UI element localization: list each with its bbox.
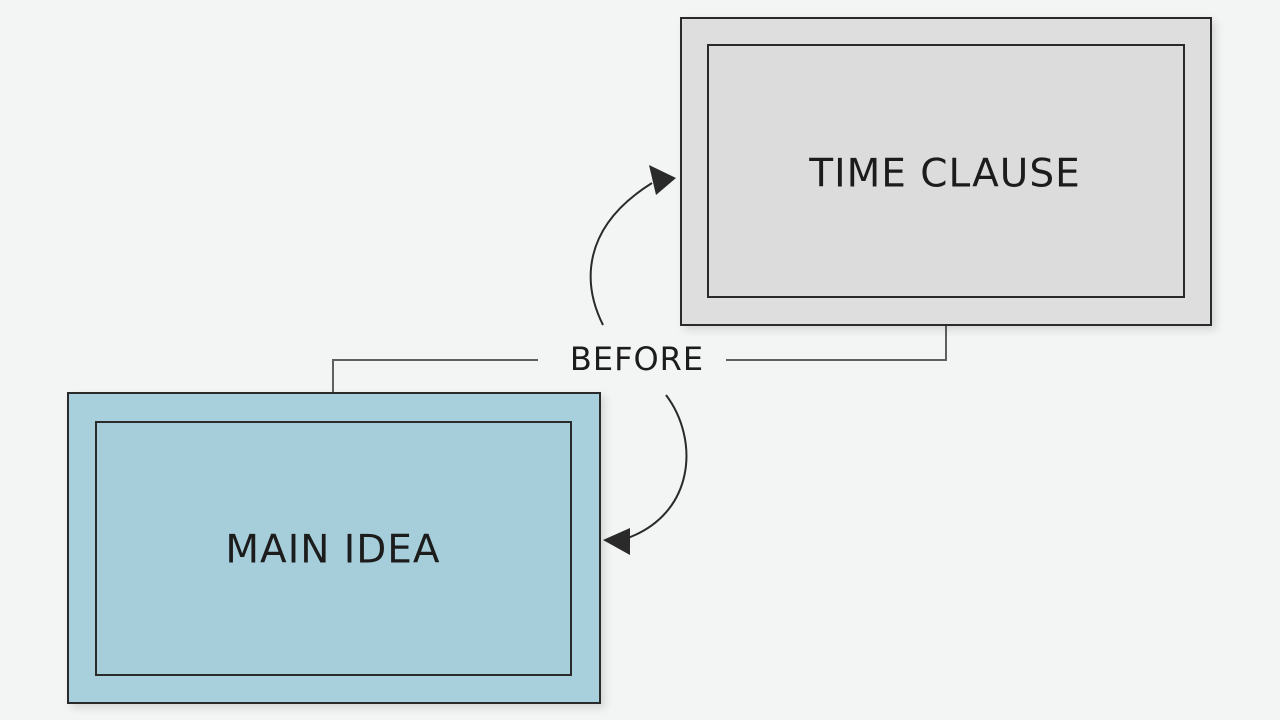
arrowhead-down xyxy=(603,528,630,555)
arrowhead-up xyxy=(649,165,676,195)
time-clause-inner-rect xyxy=(707,44,1185,298)
main-idea-inner-rect xyxy=(95,421,572,676)
arrow-to-main-idea xyxy=(624,394,688,540)
main-idea-box xyxy=(67,392,601,704)
time-clause-box xyxy=(680,17,1212,326)
connector-left xyxy=(332,359,538,392)
time-clause-label: TIME CLAUSE xyxy=(808,152,1081,197)
relation-label: BEFORE xyxy=(570,340,704,378)
main-idea-label: MAIN IDEA xyxy=(225,528,440,573)
connector-right xyxy=(726,325,947,361)
arrow-to-time-clause xyxy=(589,182,653,326)
